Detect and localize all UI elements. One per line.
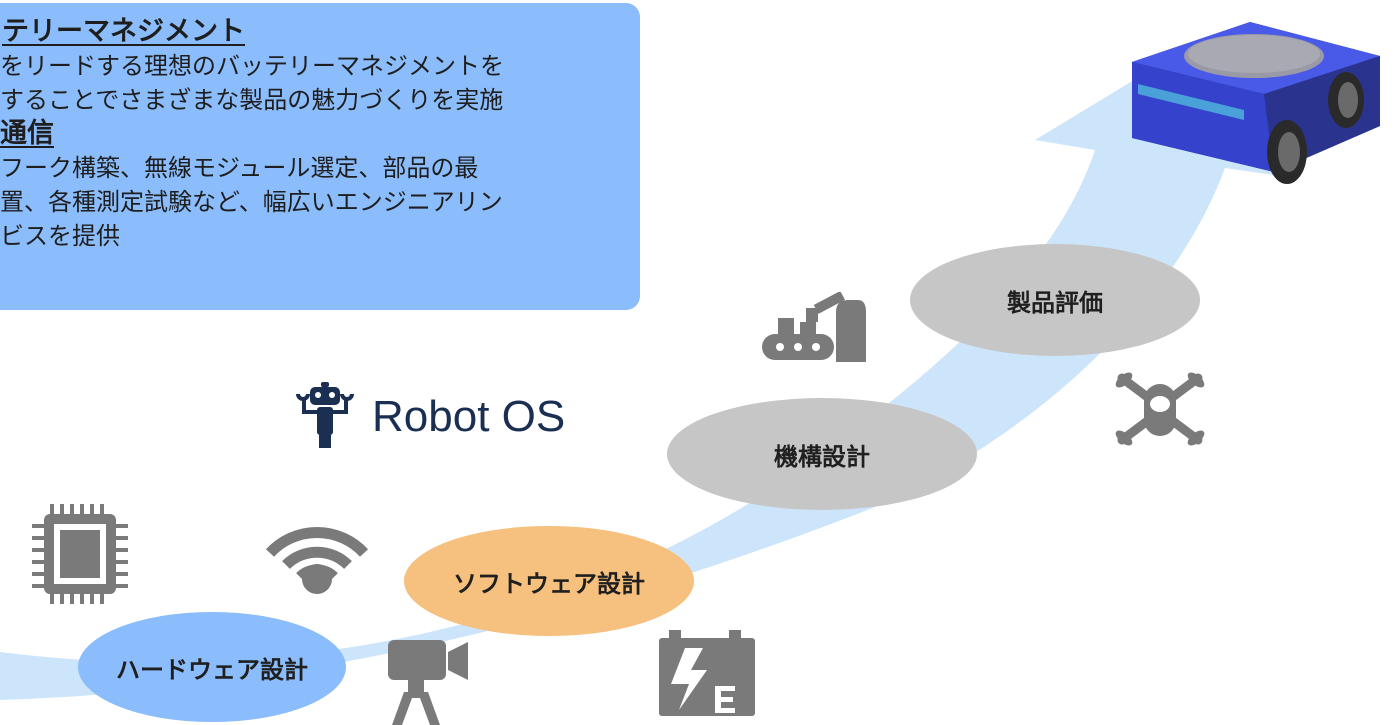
robot-os-icon — [296, 382, 354, 448]
stage-product-evaluation-label: 製品評価 — [1007, 288, 1103, 317]
comm-heading: 通信 — [0, 118, 54, 149]
stage-hardware-design: ハードウェア設計 — [78, 612, 346, 722]
comm-line-1: フーク構築、無線モジュール選定、部品の最 — [0, 154, 479, 182]
robot-os-label: Robot OS — [372, 392, 566, 441]
chip-icon — [32, 504, 128, 604]
info-panel: テリーマネジメント をリードする理想のバッテリーマネジメントを することでさまざ… — [0, 3, 640, 310]
stage-hardware-design-label: ハードウェア設計 — [116, 655, 308, 684]
stage-software-design-label: ソフトウェア設計 — [453, 569, 645, 598]
comm-line-2: 置、各種測定試験など、幅広いエンジニアリン — [0, 188, 503, 216]
wifi-icon — [265, 526, 369, 594]
robot-arm-icon — [762, 292, 866, 362]
battery-line-2: することでさまざまな製品の魅力づくりを実施 — [0, 86, 504, 114]
stage-mechanism-design-label: 機構設計 — [774, 442, 870, 471]
robot-cart-icon — [1132, 22, 1380, 184]
camera-icon — [388, 640, 468, 725]
battery-line-1: をリードする理想のバッテリーマネジメントを — [0, 52, 504, 80]
stage-product-evaluation: 製品評価 — [910, 244, 1200, 356]
battery-heading: テリーマネジメント — [2, 16, 245, 47]
stage-software-design: ソフトウェア設計 — [404, 526, 694, 636]
drone-icon — [1115, 372, 1205, 446]
battery-icon — [659, 630, 755, 716]
comm-line-3: ビスを提供 — [0, 222, 120, 250]
stage-mechanism-design: 機構設計 — [667, 398, 977, 510]
